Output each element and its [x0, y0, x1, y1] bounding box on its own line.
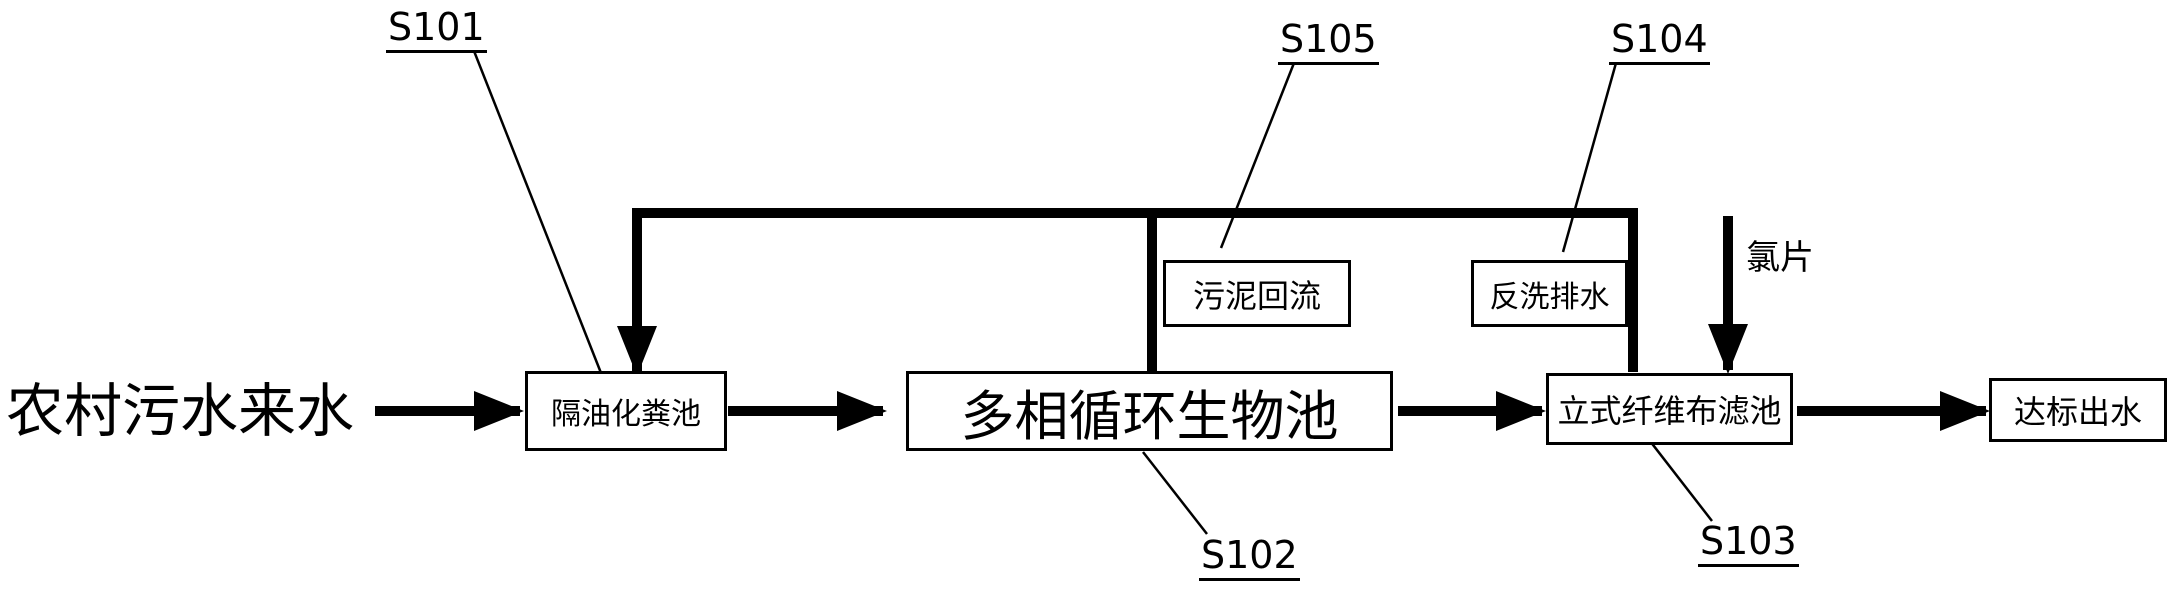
effluent-label: 达标出水	[2013, 393, 2142, 431]
septic-tank-label: 隔油化粪池	[551, 397, 701, 432]
sludge-return-label: 污泥回流	[1192, 276, 1321, 315]
sludge-return-box: 污泥回流	[1163, 260, 1351, 327]
backwash-drain-label: 反洗排水	[1489, 279, 1610, 315]
ref-s105: S105	[1278, 17, 1379, 65]
return-loop-line	[632, 208, 1638, 372]
leader-s102	[1142, 451, 1208, 535]
effluent-box: 达标出水	[1989, 378, 2167, 442]
ref-s101: S101	[386, 5, 487, 53]
bio-tank-box: 多相循环生物池	[906, 371, 1393, 451]
chlorine-tablet-label: 氯片	[1746, 238, 1814, 278]
fiber-filter-box: 立式纤维布滤池	[1546, 373, 1793, 445]
leader-s105	[1219, 62, 1296, 249]
backwash-drain-box: 反洗排水	[1471, 260, 1628, 327]
ref-s102: S102	[1199, 533, 1300, 581]
leader-s104	[1561, 62, 1618, 253]
ref-s103: S103	[1698, 519, 1799, 567]
bio-tank-label: 多相循环生物池	[960, 384, 1339, 448]
fiber-filter-label: 立式纤维布滤池	[1557, 392, 1782, 430]
leader-s101	[472, 50, 603, 374]
ref-s104: S104	[1609, 17, 1710, 65]
rural-wastewater-inflow-label: 农村污水来水	[6, 377, 355, 445]
leader-s103	[1642, 431, 1713, 522]
septic-tank-box: 隔油化粪池	[525, 371, 727, 451]
